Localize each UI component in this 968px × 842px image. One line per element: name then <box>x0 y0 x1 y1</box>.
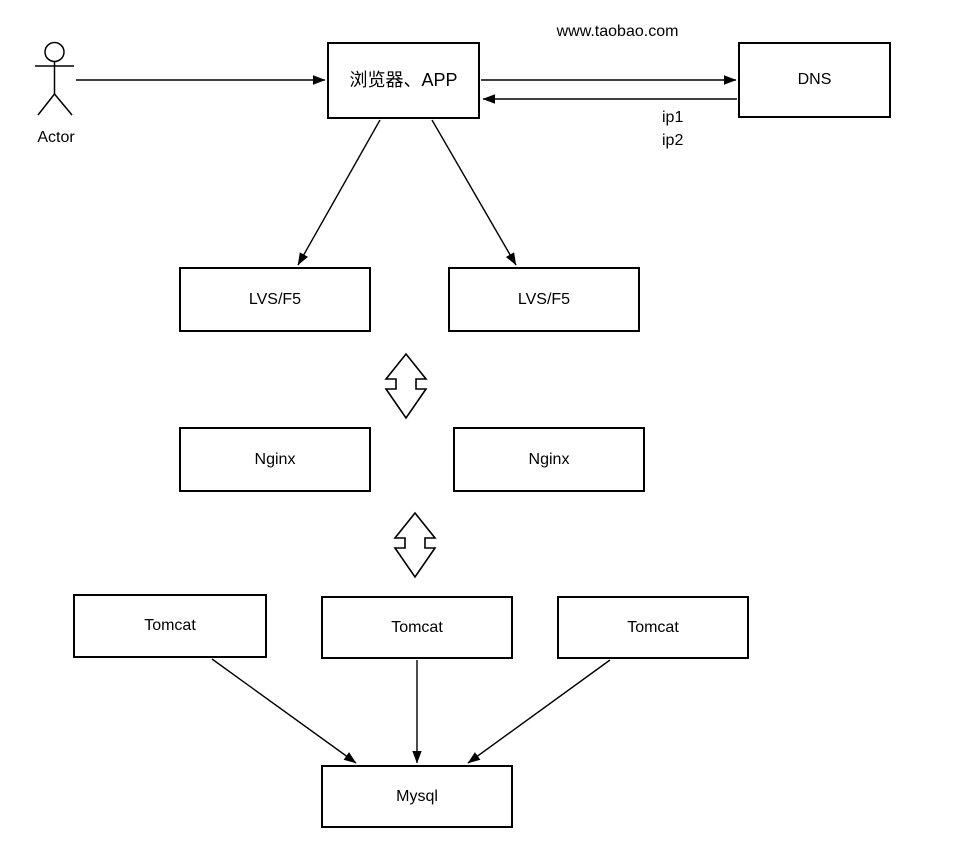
edge-label-ip2: ip2 <box>662 132 684 149</box>
node-tomcat-left-label: Tomcat <box>144 617 196 635</box>
actor-head-icon <box>44 41 65 63</box>
edge-label-ip1: ip1 <box>662 109 684 126</box>
node-mysql-label: Mysql <box>396 787 438 805</box>
edge-browser-to-lvs-right <box>431 119 517 266</box>
node-nginx-right-label: Nginx <box>528 450 570 468</box>
node-dns: DNS <box>738 42 891 118</box>
bidirectional-arrow-icon-nginx-tomcat <box>393 511 437 579</box>
node-browser-app: 浏览器、APP <box>327 42 480 119</box>
node-lvs-f5-left-label: LVS/F5 <box>248 290 302 308</box>
actor-figure <box>35 41 74 116</box>
node-lvs-f5-right: LVS/F5 <box>448 267 640 332</box>
edge-tomcat-right-to-mysql <box>467 659 611 764</box>
node-tomcat-right-label: Tomcat <box>627 618 679 636</box>
actor-leg-left-icon <box>37 93 56 116</box>
bidirectional-arrow-icon-lvs-nginx <box>384 352 428 420</box>
node-tomcat-middle: Tomcat <box>321 596 513 659</box>
node-browser-app-label: 浏览器、APP <box>349 69 458 90</box>
node-lvs-f5-right-label: LVS/F5 <box>517 290 571 308</box>
edge-browser-to-lvs-left <box>297 119 381 266</box>
edge-label-dns-query: www.taobao.com <box>556 23 679 40</box>
node-tomcat-left: Tomcat <box>73 594 267 658</box>
node-dns-label: DNS <box>797 71 832 89</box>
node-nginx-right: Nginx <box>453 427 645 492</box>
node-tomcat-right: Tomcat <box>557 596 749 659</box>
actor-label: Actor <box>37 129 75 146</box>
node-lvs-f5-left: LVS/F5 <box>179 267 371 332</box>
node-nginx-left: Nginx <box>179 427 371 492</box>
node-mysql: Mysql <box>321 765 513 828</box>
actor-leg-right-icon <box>53 93 73 116</box>
node-nginx-left-label: Nginx <box>254 450 296 468</box>
edge-tomcat-left-to-mysql <box>211 658 357 764</box>
node-tomcat-middle-label: Tomcat <box>391 618 443 636</box>
